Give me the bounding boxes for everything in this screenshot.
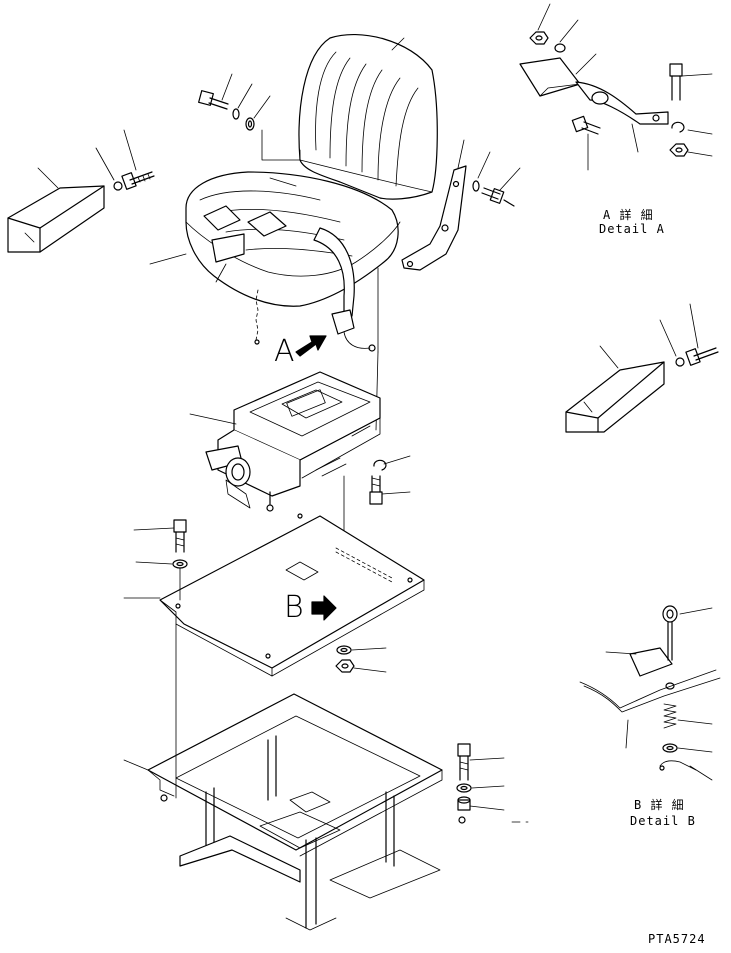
armrest-right-bolt <box>675 347 719 367</box>
detail-a-caption-en: Detail A <box>599 222 665 236</box>
seat-stand-frame <box>147 693 466 931</box>
backrest-side-bracket <box>401 165 467 271</box>
stand-spacer <box>457 796 471 811</box>
view-arrow-a <box>295 335 327 357</box>
detail-a-drawing <box>519 31 689 157</box>
suspension-bolt <box>369 475 383 505</box>
view-label-a: A <box>274 334 296 369</box>
seat-backrest <box>298 34 438 200</box>
leader-line <box>95 147 115 181</box>
armrest-left-bolt <box>113 171 155 191</box>
mounting-plate <box>159 513 425 677</box>
detail-b-caption-en: Detail B <box>630 814 696 828</box>
stand-washer <box>456 783 472 793</box>
seat-suspension <box>205 371 381 512</box>
backrest-bolt <box>198 90 255 131</box>
armrest-left <box>7 185 105 253</box>
leader-line <box>37 167 59 189</box>
detail-b-drawing <box>579 605 721 771</box>
detail-a-caption-jp: A 詳 細 <box>603 208 654 222</box>
suspension-snap-ring <box>373 459 387 471</box>
seat-belt-strap <box>313 227 376 352</box>
view-arrow-b <box>311 595 337 621</box>
hanging-chain <box>254 289 260 345</box>
plate-washer-right <box>336 645 352 655</box>
stand-bolt <box>457 743 471 781</box>
detail-b-caption-jp: B 詳 細 <box>634 798 685 812</box>
bracket-bolt <box>472 180 515 207</box>
leader-line <box>391 37 405 51</box>
armrest-right <box>565 361 665 433</box>
plate-nut-right <box>335 659 355 673</box>
view-label-b: B <box>284 590 305 625</box>
plate-washer <box>172 559 188 569</box>
drawing-code: PTA5724 <box>648 932 706 946</box>
leader-line <box>123 129 137 171</box>
plate-bolt <box>173 519 187 553</box>
